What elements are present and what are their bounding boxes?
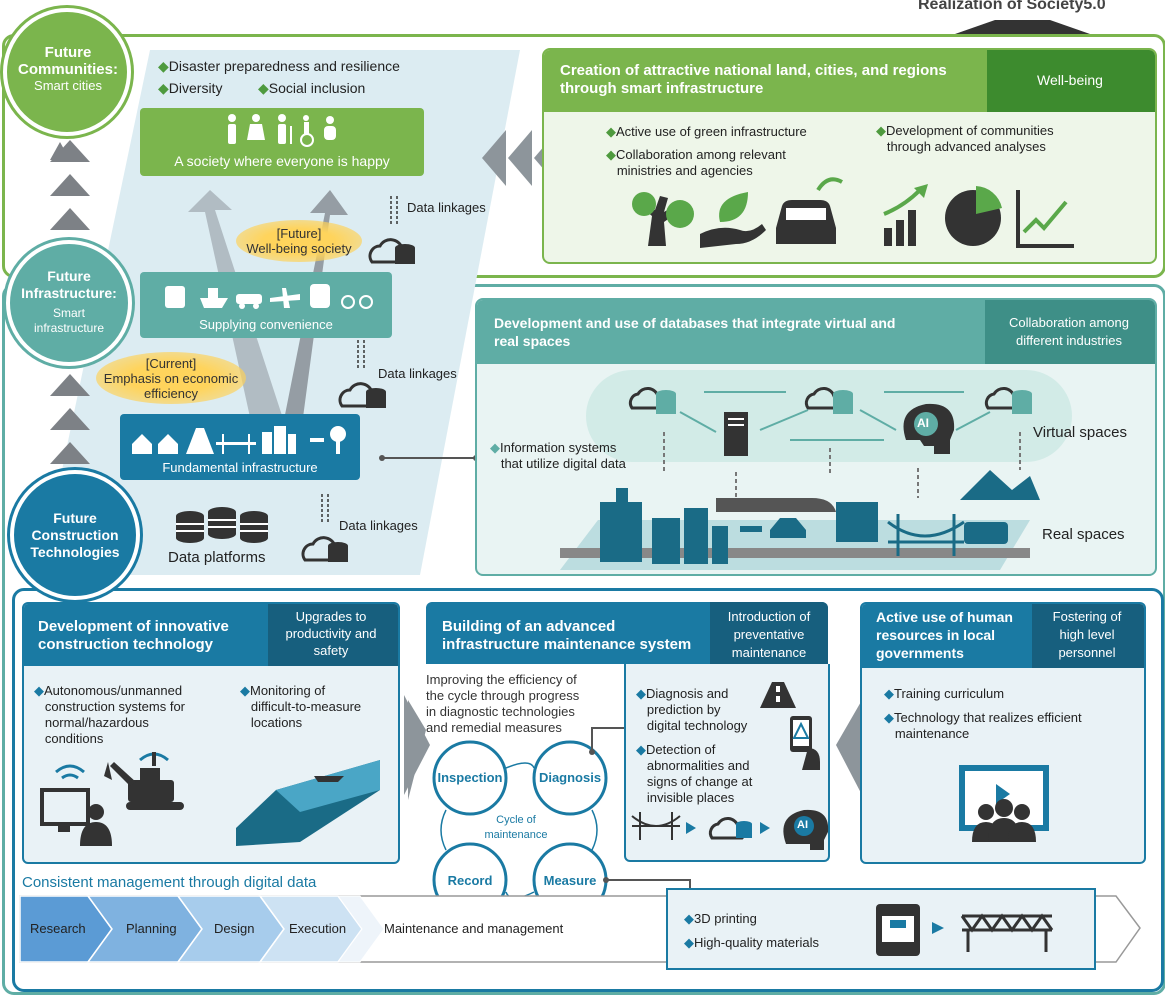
pipeline-step-research: Research	[30, 921, 86, 936]
bar-chart-icon	[884, 210, 916, 246]
databases-title: Development and use of databases that in…	[494, 315, 896, 349]
human-bullet-technology: ◆Technology that realizes efficient main…	[884, 710, 1082, 741]
pipeline-title: Consistent management through digital da…	[22, 874, 317, 891]
pipeline-step-execution: Execution	[289, 921, 347, 936]
virtual-spaces-label: Virtual spaces	[1033, 424, 1127, 441]
smart-infra-title: Creation of attractive national land, ci…	[560, 62, 947, 97]
data-linkages-label-1: Data linkages	[407, 200, 486, 215]
fundamental-box-label: Fundamental infrastructure	[162, 460, 318, 475]
realization-title: Realization of Society5.0	[918, 0, 1106, 13]
pipeline-step-maintenance: Maintenance and management	[384, 921, 564, 936]
innovative-panel	[22, 602, 400, 864]
data-platforms-label: Data platforms	[168, 549, 266, 566]
maintenance-bullet-detection: ◆Detection of abnormalities and signs of…	[636, 742, 753, 805]
data-linkages-label-3: Data linkages	[339, 518, 418, 533]
infrastructure-circle	[6, 240, 132, 366]
smart-bullet-collab: ◆Collaboration among relevant ministries…	[606, 147, 786, 178]
smart-bullet-green: ◆Active use of green infrastructure	[606, 124, 807, 139]
innovative-bullet-monitoring: ◆Monitoring of difficult-to-measure loca…	[240, 683, 362, 730]
ai-badge-maintenance: AI	[797, 819, 808, 831]
data-linkages-label-2: Data linkages	[378, 366, 457, 381]
human-bullet-training: ◆Training curriculum	[884, 686, 1005, 701]
future-label: [Future]Well-being society	[246, 226, 352, 256]
smart-bullet-communities: ◆Development of communities through adva…	[876, 123, 1054, 154]
pipeline-step-design: Design	[214, 921, 255, 936]
innovative-bullet-autonomous: ◆Autonomous/unmanned construction system…	[34, 683, 185, 746]
convenience-box-label: Supplying convenience	[199, 317, 333, 332]
maintenance-tag-bg	[710, 602, 828, 664]
communities-sub: Smart cities	[34, 78, 102, 93]
maintenance-detail-panel	[624, 664, 830, 862]
hand-leaf-icon	[700, 224, 766, 248]
smart-infra-tag: Well-being	[1037, 72, 1103, 88]
happy-box-label: A society where everyone is happy	[174, 153, 390, 169]
pillar-bullet-inclusion: ◆Social inclusion	[258, 80, 366, 96]
pipeline-extra-3d: ◆3D printing	[684, 911, 757, 926]
cycle-record: Record	[447, 873, 493, 888]
ai-badge-virtual: AI	[917, 416, 929, 430]
cycle-inspection: Inspection	[437, 770, 503, 785]
real-spaces-label: Real spaces	[1042, 526, 1125, 543]
maintenance-bullet-diagnosis: ◆Diagnosis and prediction by digital tec…	[636, 686, 748, 733]
smart-infra-panel	[542, 48, 1157, 264]
cycle-diagnosis: Diagnosis	[538, 770, 602, 785]
cycle-measure: Measure	[543, 873, 597, 888]
current-bubble	[96, 352, 246, 404]
future-bubble	[236, 220, 362, 262]
construction-circle	[10, 470, 140, 600]
pipeline-extra-materials: ◆High-quality materials	[684, 935, 819, 950]
communities-circle	[3, 8, 131, 136]
pillar-bullet-disaster: ◆Disaster preparedness and resilience	[158, 58, 400, 74]
realization-arrow	[955, 20, 1090, 34]
pipeline-step-planning: Planning	[126, 921, 177, 936]
line-chart-icon	[1016, 190, 1074, 248]
pillar-bullet-diversity: ◆Diversity	[158, 80, 223, 96]
databases-info: ◆Information systems that utilize digita…	[490, 440, 626, 471]
